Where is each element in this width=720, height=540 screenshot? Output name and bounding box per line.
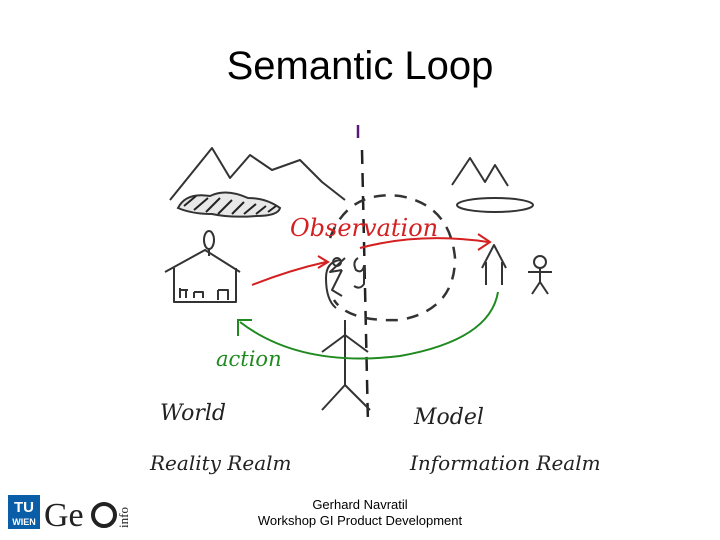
hatched-cloud (176, 191, 282, 218)
mountains-right (451, 157, 509, 187)
logo-info-text: info (116, 507, 131, 528)
observation-arrow-2 (359, 237, 489, 249)
observation-arrow (251, 261, 327, 286)
logo-geo-text: Ge (44, 497, 84, 532)
observer-figure (321, 257, 371, 411)
action-arrow (239, 291, 499, 360)
information-realm-label: Information Realm (409, 451, 601, 475)
footer-author: Gerhard Navratil (312, 497, 408, 512)
lake-right (456, 197, 534, 213)
model-house (481, 244, 507, 285)
mind-circle (328, 194, 457, 322)
world-label: World (160, 401, 226, 426)
observation-arrowhead-2 (477, 233, 492, 251)
model-label: Model (413, 405, 484, 430)
footer-event: Workshop GI Product Development (257, 513, 463, 528)
observation-arrowhead-1 (317, 255, 330, 269)
stick-figure-right (528, 255, 552, 295)
house-sketch (164, 230, 241, 303)
mountains-left (169, 147, 346, 201)
logo-wien-text: WIEN (12, 517, 36, 527)
tu-wien-geoinfo-logo: TU WIEN Ge info (8, 495, 131, 532)
logo-globe (91, 502, 117, 528)
slide-footer: Gerhard Navratil Workshop GI Product Dev… (200, 497, 520, 529)
action-label: action (216, 347, 282, 371)
slide-title: Semantic Loop (226, 44, 494, 88)
action-arrowhead (237, 319, 252, 336)
observation-label: Observation (290, 214, 438, 242)
logo-tu-text: TU (14, 499, 34, 516)
realm-divider (360, 149, 370, 426)
reality-realm-label: Reality Realm (149, 451, 291, 475)
